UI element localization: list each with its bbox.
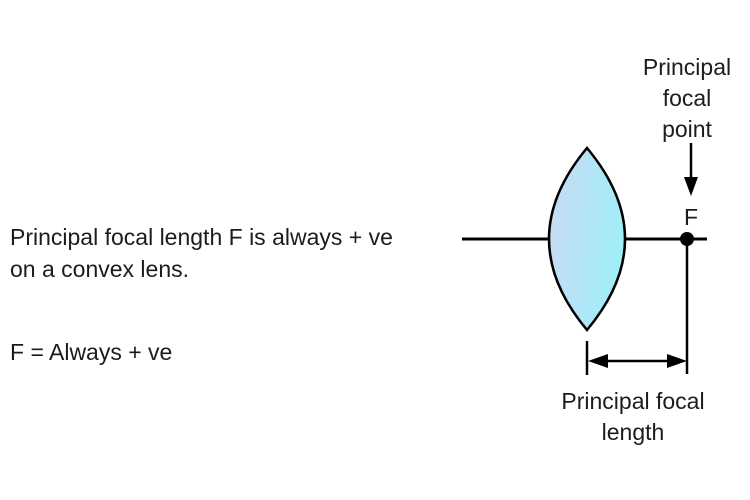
focal-point-label-line-1: Principal (642, 54, 732, 80)
focal-point-label-line-2: focal (662, 85, 712, 111)
convex-lens (547, 146, 627, 332)
dimension-arrowhead-right-icon (667, 354, 687, 368)
focal-length-label: Principal focal length (545, 386, 721, 448)
caption-line-1: Principal focal length F is always + ve (10, 224, 393, 250)
dimension-arrowhead-left-icon (588, 354, 608, 368)
focal-point-arrow (684, 143, 698, 196)
caption-text: Principal focal length F is always + ve … (10, 221, 393, 285)
focal-point-label-line-3: point (662, 116, 712, 142)
focal-point-arrowhead-icon (684, 177, 698, 196)
focal-length-dimension-arrow (588, 354, 687, 368)
focal-point-dot (680, 232, 694, 246)
focal-point-label: Principal focal point (608, 52, 750, 145)
focal-length-label-line-1: Principal focal (561, 388, 705, 414)
focal-length-label-line-2: length (601, 419, 665, 445)
caption-line-2: on a convex lens. (10, 256, 190, 282)
formula-text: F = Always + ve (10, 339, 173, 365)
focal-point-symbol: F (683, 204, 699, 230)
